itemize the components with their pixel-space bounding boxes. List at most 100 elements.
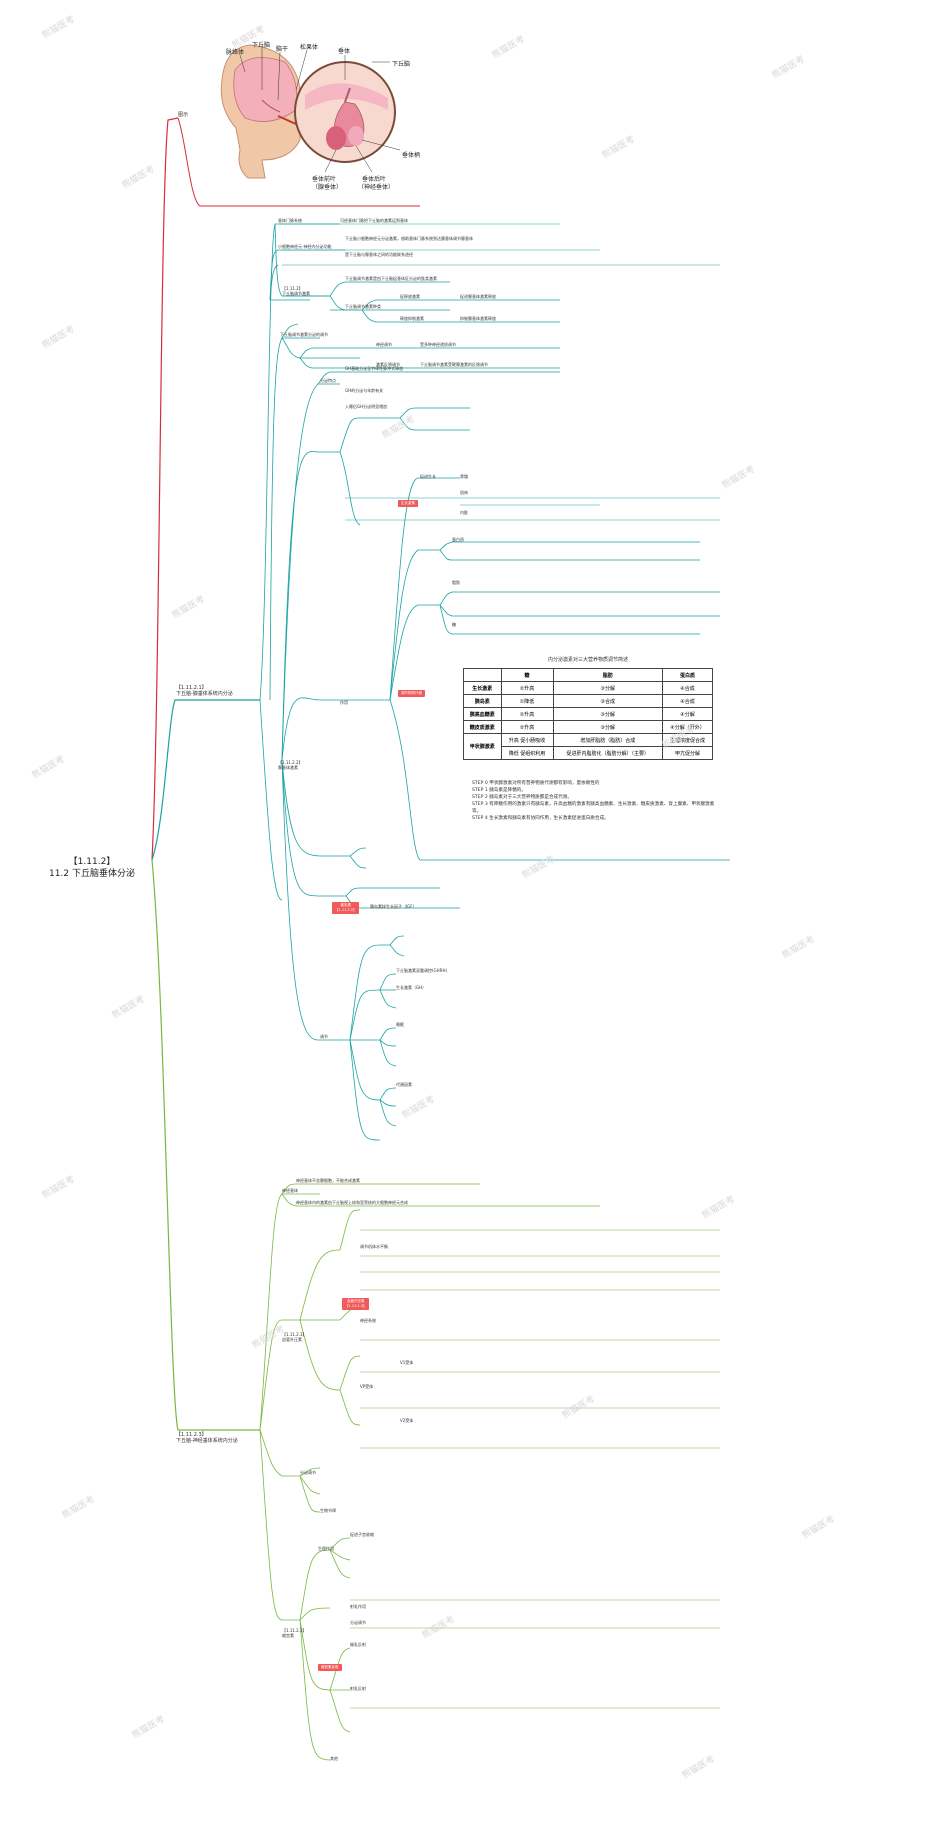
- diagram-label: 下丘脑: [392, 61, 411, 68]
- tag-vasopressin[interactable]: 血管升压素【1.11.2.3】: [342, 1298, 370, 1310]
- tag-oxytocin-reflex[interactable]: 缩宫素反射: [318, 1664, 342, 1671]
- steps-block: STEP 0 甲状腺激素对所有营养物质代谢都有影响，量依赖性的 STEP 1 胰…: [472, 780, 722, 822]
- table-header: 糖: [500, 668, 554, 682]
- node-text: 神经垂体不含腺细胞，不能合成激素: [296, 1178, 360, 1183]
- node[interactable]: 作用: [340, 700, 348, 705]
- table-row: 降低 促组织利用 促进肝内脂肪化（脂肪分解）（主要） 甲亢促分解: [464, 746, 714, 760]
- node-text: 神经垂体内的激素由下丘脑视上核和室旁核的大细胞神经元合成: [296, 1200, 408, 1205]
- node-text: 代谢因素: [396, 1082, 412, 1087]
- table-cell: 升高 促小肠吸收: [500, 733, 554, 747]
- node[interactable]: 下丘脑调节激素种类: [345, 304, 381, 309]
- node-text: V2受体: [400, 1418, 414, 1423]
- node[interactable]: 下丘脑调节激素分泌的调节: [280, 332, 328, 337]
- step-line: STEP 1 胰岛素是降糖的。: [472, 788, 526, 793]
- step-line: STEP 4 生长激素和胰岛素有协同作用，生长激素促进蛋白质合成。: [472, 816, 609, 821]
- table-cell: ①降低: [500, 694, 554, 708]
- branch-neurohypophysis[interactable]: 【1.11.2.3】 下丘脑-神经垂体系统内分泌: [176, 1432, 276, 1444]
- root-node[interactable]: 【1.11.2】 11.2 下丘脑垂体分泌: [32, 856, 152, 880]
- node[interactable]: 神经垂体: [282, 1188, 298, 1193]
- node-text: 下丘脑调节激素是由下丘脑促垂体区分泌的肽类激素: [345, 276, 437, 281]
- step-line: STEP 3 有降糖作用的激素只有胰岛素，升高血糖的激素有胰高血糖素、生长激素、…: [472, 802, 715, 814]
- node-text: 胰岛素样生长因子（IGF）: [370, 904, 417, 909]
- table-header: 蛋白质: [661, 668, 714, 682]
- table-cell: ④分解: [661, 707, 714, 721]
- branch-adenohypophysis[interactable]: 【1.11.2.1】 下丘脑-腺垂体系统内分泌: [176, 685, 266, 697]
- table-header-row: 糖 脂肪 蛋白质: [463, 668, 714, 682]
- node-text: 射乳作用: [350, 1604, 366, 1609]
- node-text: 促进子宫收缩: [350, 1532, 374, 1537]
- table-cell: ②升高: [500, 681, 554, 695]
- node-text: 睡眠: [396, 1022, 404, 1027]
- node[interactable]: 分泌特点: [320, 378, 336, 383]
- diagram-label: 垂体后叶: [362, 176, 387, 183]
- node[interactable]: 【1.11.2】下丘脑调节激素: [282, 286, 310, 296]
- node[interactable]: 分泌调节: [350, 1620, 366, 1625]
- diagram-label: 松果体: [300, 44, 319, 51]
- table-cell: ②升高: [500, 707, 554, 721]
- diagram-label: 垂体前叶: [312, 176, 337, 183]
- node-text: 促进腺垂体激素释放: [460, 294, 496, 299]
- diagram-label: （腺垂体）: [312, 184, 343, 191]
- node[interactable]: 小细胞神经元-神经内分泌功能: [278, 244, 332, 249]
- teal-connectors: [259, 223, 730, 1141]
- table-cell: 甲亢促分解: [661, 746, 714, 760]
- table-cell: ③分解: [552, 720, 663, 734]
- node[interactable]: 垂体门脉系统: [278, 218, 302, 223]
- table-title: 内分泌激素对三大营养物质调节简述: [547, 657, 628, 663]
- node[interactable]: 【1.11.2.3】血管升压素: [282, 1332, 307, 1342]
- node[interactable]: 【1.11.2.2】腺垂体激素: [278, 760, 303, 770]
- node-text: 是下丘脑与腺垂体之间的功能联系途径: [345, 252, 413, 257]
- node-text: 内脏: [460, 510, 468, 515]
- table-cell: 胰岛素: [463, 694, 502, 708]
- tag-metabolism[interactable]: 调节物质代谢: [398, 690, 425, 697]
- table-cell: ③分解: [552, 707, 663, 721]
- node-text: 下丘脑调节激素受靶腺激素的反馈调节: [420, 362, 488, 367]
- diagram-label: 下丘脑: [252, 42, 271, 49]
- node-text: 入睡后GH分泌明显增加: [345, 404, 388, 409]
- step-line: STEP 2 胰岛素对于三大营养物质都是合成代谢。: [472, 795, 572, 800]
- node-text: 激素反馈调节: [376, 362, 400, 367]
- table-row: 生长激素 ②升高 ③分解 ④合成: [463, 681, 714, 695]
- anatomy-illustration: [220, 44, 401, 179]
- table-cell: 降低 促组织利用: [500, 746, 554, 760]
- node-text: V1受体: [400, 1360, 414, 1365]
- table-cell: 增加肝脂肪（脂肪）合成: [552, 733, 663, 747]
- node[interactable]: VP受体: [360, 1384, 374, 1389]
- branch-title: 下丘脑-神经垂体系统内分泌: [176, 1438, 238, 1444]
- teal-underlines: [280, 223, 720, 521]
- node-text: GH基础分泌呈节律性脉冲式释放: [345, 366, 404, 371]
- node[interactable]: 调节机体水平衡: [360, 1244, 388, 1249]
- node-text: 受多种神经递质调节: [420, 342, 456, 347]
- table-cell: 甲状腺激素: [463, 733, 502, 760]
- branch-code: 【1.11.2.3】: [176, 1432, 207, 1438]
- table-row: 甲状腺激素 升高 促小肠吸收 增加肝脂肪（脂肪）合成 生理浓度促合成: [463, 733, 714, 760]
- node-text: 催乳反射: [350, 1642, 366, 1647]
- node[interactable]: 神经系统: [360, 1318, 376, 1323]
- hormone-table: 糖 脂肪 蛋白质 生长激素 ②升高 ③分解 ④合成 胰岛素 ①降低 ③合成 ④合…: [463, 668, 714, 760]
- node-text: 下丘脑激素双重调控(GHRH): [396, 968, 448, 973]
- table-cell: ②升高: [500, 720, 554, 734]
- tag-growth-hormone[interactable]: 生长激素: [398, 500, 418, 507]
- green-underlines: [350, 1229, 720, 1709]
- green-connectors: [259, 1183, 600, 1761]
- node[interactable]: 调节: [320, 1034, 328, 1039]
- node[interactable]: 分泌调节: [300, 1470, 316, 1475]
- node-text: 下丘脑小细胞神经元分泌激素，借助垂体门脉系统到达腺垂体调节腺垂体: [345, 236, 473, 241]
- node[interactable]: 【1.11.2.3】缩宫素: [282, 1628, 307, 1638]
- branch-picture[interactable]: 图示: [178, 112, 189, 118]
- node-text: 肌肉: [460, 490, 468, 495]
- table-cell: ③分解: [552, 681, 663, 695]
- diagram-label: 垂体柄: [402, 152, 421, 159]
- node-text: 释放抑制激素: [400, 316, 424, 321]
- node[interactable]: 生理作用: [318, 1546, 334, 1551]
- table-row: 胰高血糖素 ②升高 ③分解 ④分解: [463, 707, 714, 721]
- table-cell: ④合成: [661, 681, 714, 695]
- branch-title: 下丘脑-腺垂体系统内分泌: [176, 691, 233, 697]
- node-text: GH的分泌与年龄有关: [345, 388, 384, 393]
- node-text: 神经调节: [376, 342, 392, 347]
- node[interactable]: 生物节律: [320, 1508, 336, 1513]
- table-cell: ④合成: [661, 694, 714, 708]
- node[interactable]: 其他: [330, 1756, 338, 1761]
- tag-prolactin[interactable]: 催乳素【1.11.2.2】: [332, 902, 360, 914]
